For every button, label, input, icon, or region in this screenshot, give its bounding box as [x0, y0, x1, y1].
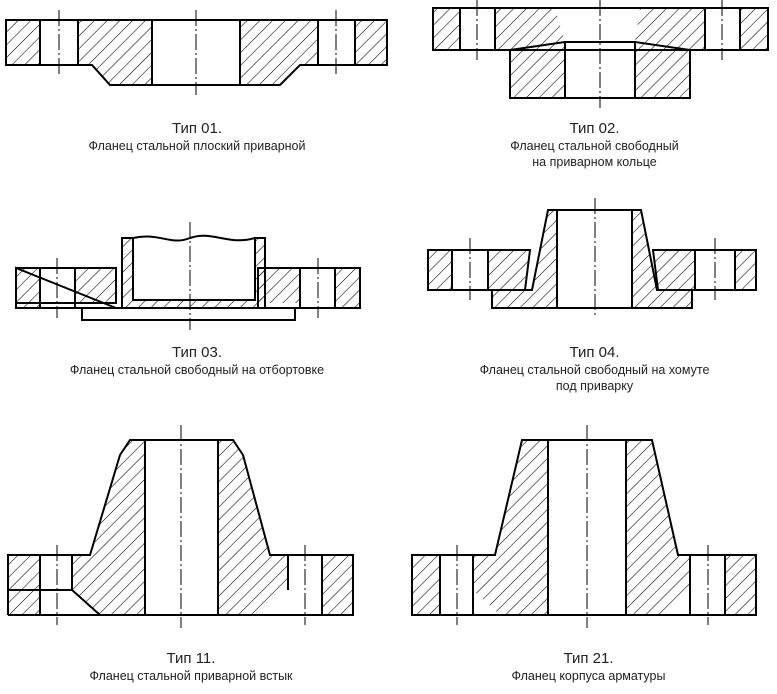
- flange-description-11-line-1: Фланец стальной приварной встык: [89, 669, 293, 683]
- flange-description-04-line-1: Фланец стальной свободный на хомуте: [479, 363, 710, 377]
- flange-type-11-section: [7, 425, 354, 628]
- flange-type-04-section: [427, 198, 757, 318]
- flange-title-01: Тип 01.: [171, 120, 223, 137]
- flange-caption-11: Тип 11. Фланец стальной приварной встык: [6, 650, 376, 684]
- flange-caption-02: Тип 02. Фланец стальной свободный на при…: [412, 120, 777, 170]
- flange-title-04: Тип 04.: [569, 344, 620, 361]
- flange-title-02: Тип 02.: [569, 120, 620, 137]
- flange-type-01-section: [5, 10, 388, 95]
- flange-description-04-line-2: под приварку: [555, 379, 634, 393]
- flange-title-21: Тип 21.: [563, 650, 614, 667]
- flange-caption-04: Тип 04. Фланец стальной свободный на хом…: [412, 344, 777, 394]
- flange-description-02-line-1: Фланец стальной свободный: [510, 139, 679, 153]
- flange-description-03-line-1: Фланец стальной свободный на отбортовке: [69, 363, 325, 377]
- flange-title-11: Тип 11.: [166, 650, 216, 667]
- flange-type-03-section: [15, 222, 361, 330]
- flange-title-03: Тип 03.: [171, 344, 223, 361]
- flange-caption-03: Тип 03. Фланец стальной свободный на отб…: [6, 344, 388, 378]
- flange-caption-21: Тип 21. Фланец корпуса арматуры: [400, 650, 777, 684]
- flange-description-02-line-2: на приварном кольце: [532, 155, 657, 169]
- flange-description-01-line-1: Фланец стальной плоский приварной: [88, 139, 306, 153]
- flange-description-21-line-1: Фланец корпуса арматуры: [511, 669, 666, 683]
- flange-type-02-section: [432, 0, 769, 108]
- flange-caption-01: Тип 01. Фланец стальной плоский приварно…: [6, 120, 388, 154]
- flange-type-21-section: [411, 425, 757, 628]
